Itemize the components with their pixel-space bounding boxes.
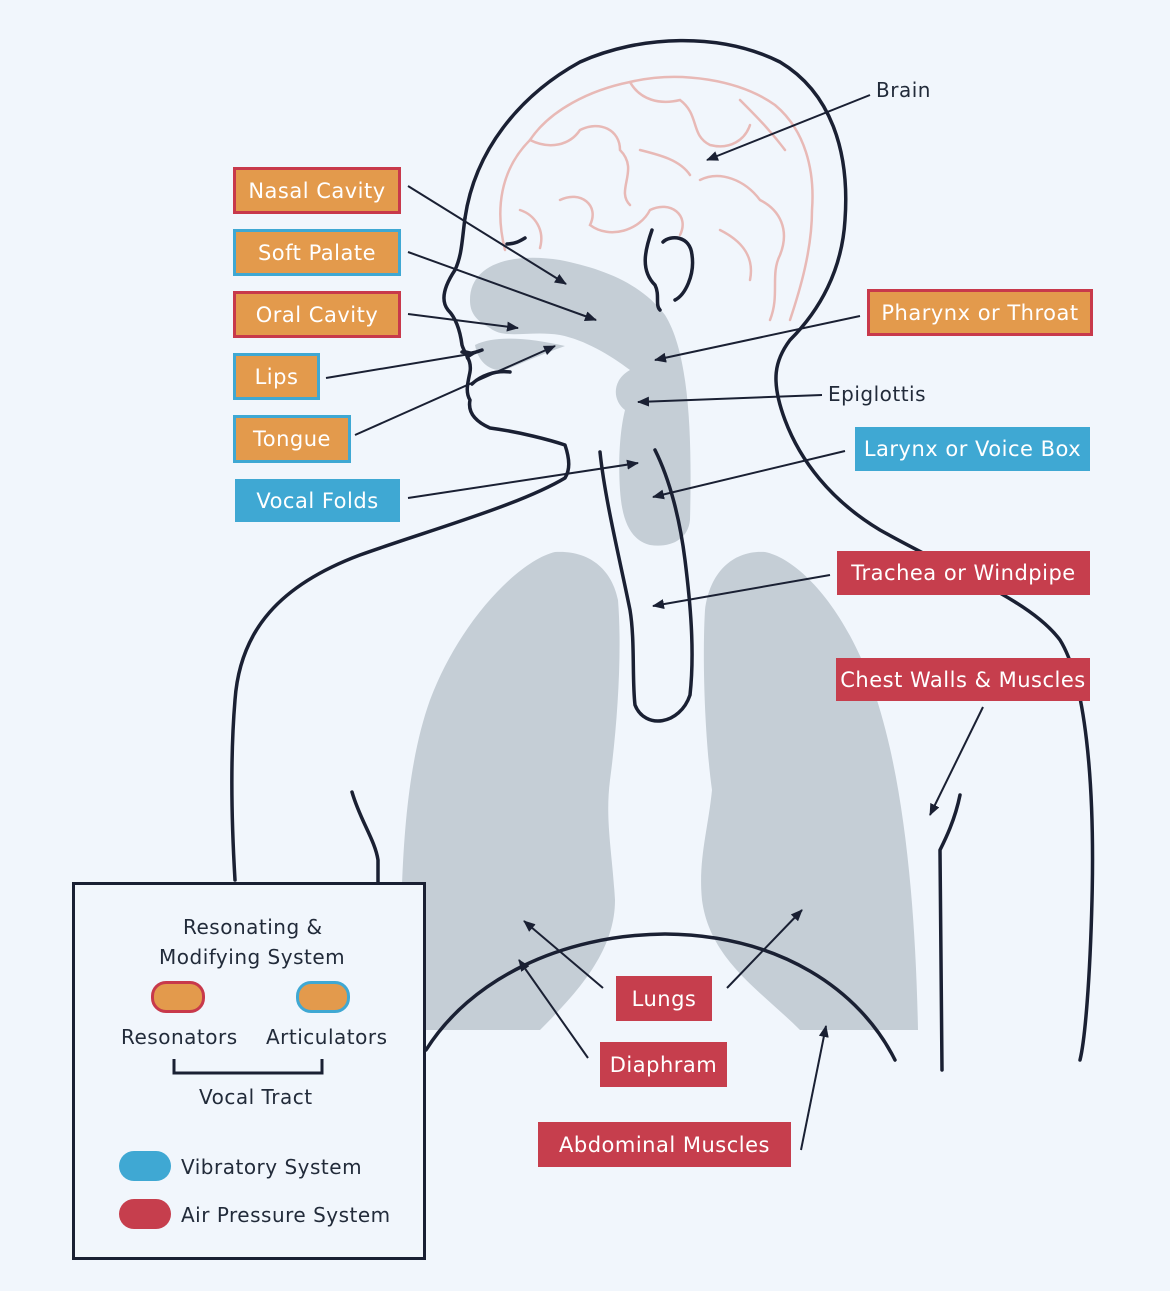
legend-heading-line1: Resonating & xyxy=(183,915,323,939)
body-outline xyxy=(230,38,1095,1072)
vibratory-text: Vibratory System xyxy=(181,1155,363,1179)
brain-label: Brain xyxy=(876,78,931,102)
right-lung xyxy=(701,551,918,1030)
mouth-shape xyxy=(475,338,565,371)
resonator-swatch xyxy=(151,981,205,1013)
air-pressure-text: Air Pressure System xyxy=(181,1203,391,1227)
air-pressure-swatch xyxy=(119,1199,171,1229)
vibratory-swatch xyxy=(119,1151,171,1181)
vocal-folds-label: Vocal Folds xyxy=(235,479,400,522)
legend-box: Resonating & Modifying System Resonators… xyxy=(72,882,426,1260)
lips-label: Lips xyxy=(233,353,320,400)
vocal-tract-text: Vocal Tract xyxy=(199,1085,313,1109)
larynx-label: Larynx or Voice Box xyxy=(855,427,1090,471)
diaphragm-label: Diaphram xyxy=(600,1042,727,1087)
airway-shape xyxy=(470,257,691,546)
articulators-text: Articulators xyxy=(266,1025,388,1049)
oral-cavity-label: Oral Cavity xyxy=(233,291,401,338)
nasal-cavity-label: Nasal Cavity xyxy=(233,167,401,214)
legend-heading-line2: Modifying System xyxy=(159,945,346,969)
vocal-tract-bracket xyxy=(172,1059,324,1075)
epiglottis-label: Epiglottis xyxy=(828,382,927,406)
left-lung xyxy=(400,551,620,1030)
tongue-label: Tongue xyxy=(233,415,351,463)
soft-palate-label: Soft Palate xyxy=(233,229,401,276)
articulator-swatch xyxy=(296,981,350,1013)
lungs-label: Lungs xyxy=(616,976,712,1021)
abdominal-muscles-label: Abdominal Muscles xyxy=(538,1122,791,1167)
brain-outline xyxy=(499,75,814,322)
trachea-label: Trachea or Windpipe xyxy=(837,551,1090,595)
leader-arrows xyxy=(325,94,984,1151)
resonators-text: Resonators xyxy=(121,1025,238,1049)
chest-walls-label: Chest Walls & Muscles xyxy=(836,658,1090,701)
pharynx-label: Pharynx or Throat xyxy=(867,289,1093,336)
